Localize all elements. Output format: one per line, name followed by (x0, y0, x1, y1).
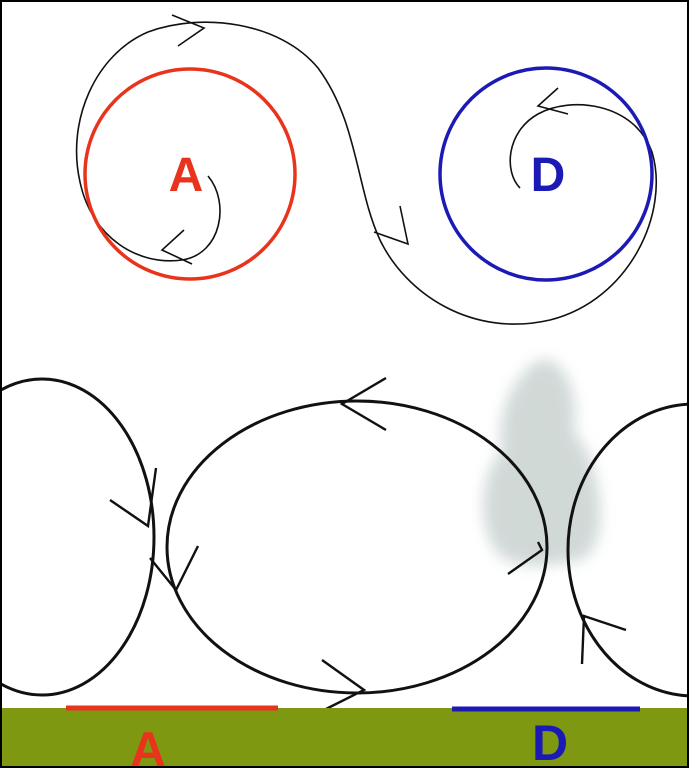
arrowhead-icon (316, 660, 364, 714)
circulation-cell-left (2, 379, 154, 695)
ground-strip (2, 708, 689, 768)
arrowhead-icon (582, 616, 626, 664)
top-panel: A D (77, 15, 657, 324)
arrowhead-icon (538, 88, 568, 114)
bottom-panel: A D (2, 360, 689, 768)
arrowhead-icon (342, 378, 386, 430)
smoke-plume-icon (483, 360, 600, 566)
ground-label-right: D (532, 715, 568, 768)
anticyclone-label: D (531, 149, 566, 202)
cyclone-label: A (169, 149, 204, 202)
circulation-cell-center (167, 401, 547, 693)
ground-label-left: A (130, 722, 166, 768)
arrowhead-icon (172, 15, 204, 46)
